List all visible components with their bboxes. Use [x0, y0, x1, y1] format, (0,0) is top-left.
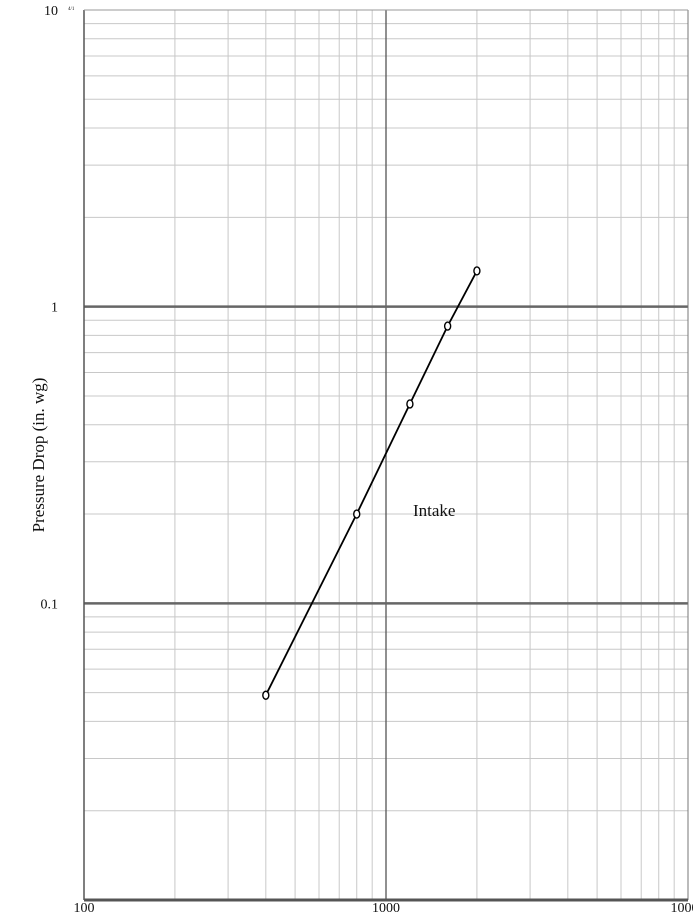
series-layer	[262, 266, 481, 700]
y-tick-label: 1	[51, 301, 58, 316]
plot-frame	[83, 9, 689, 902]
y-tick-label: 10	[44, 4, 58, 19]
data-point	[353, 509, 361, 519]
x-tick-label: 100	[74, 901, 95, 913]
data-point	[406, 399, 414, 409]
y-axis-title: Pressure Drop (in. wg)	[29, 378, 48, 533]
corner-mark: 4/1	[68, 7, 75, 12]
y-tick-label: 0.1	[41, 597, 59, 612]
x-tick-label: 1000	[372, 901, 400, 913]
tick-labels: 100 1000 10000 0.1 1 10	[41, 4, 693, 913]
data-point	[473, 266, 481, 276]
data-point	[262, 690, 270, 700]
annotation-intake: Intake	[413, 501, 455, 520]
data-point	[443, 321, 452, 331]
x-tick-label: 10000	[671, 901, 693, 913]
series-line-intake	[264, 270, 478, 696]
